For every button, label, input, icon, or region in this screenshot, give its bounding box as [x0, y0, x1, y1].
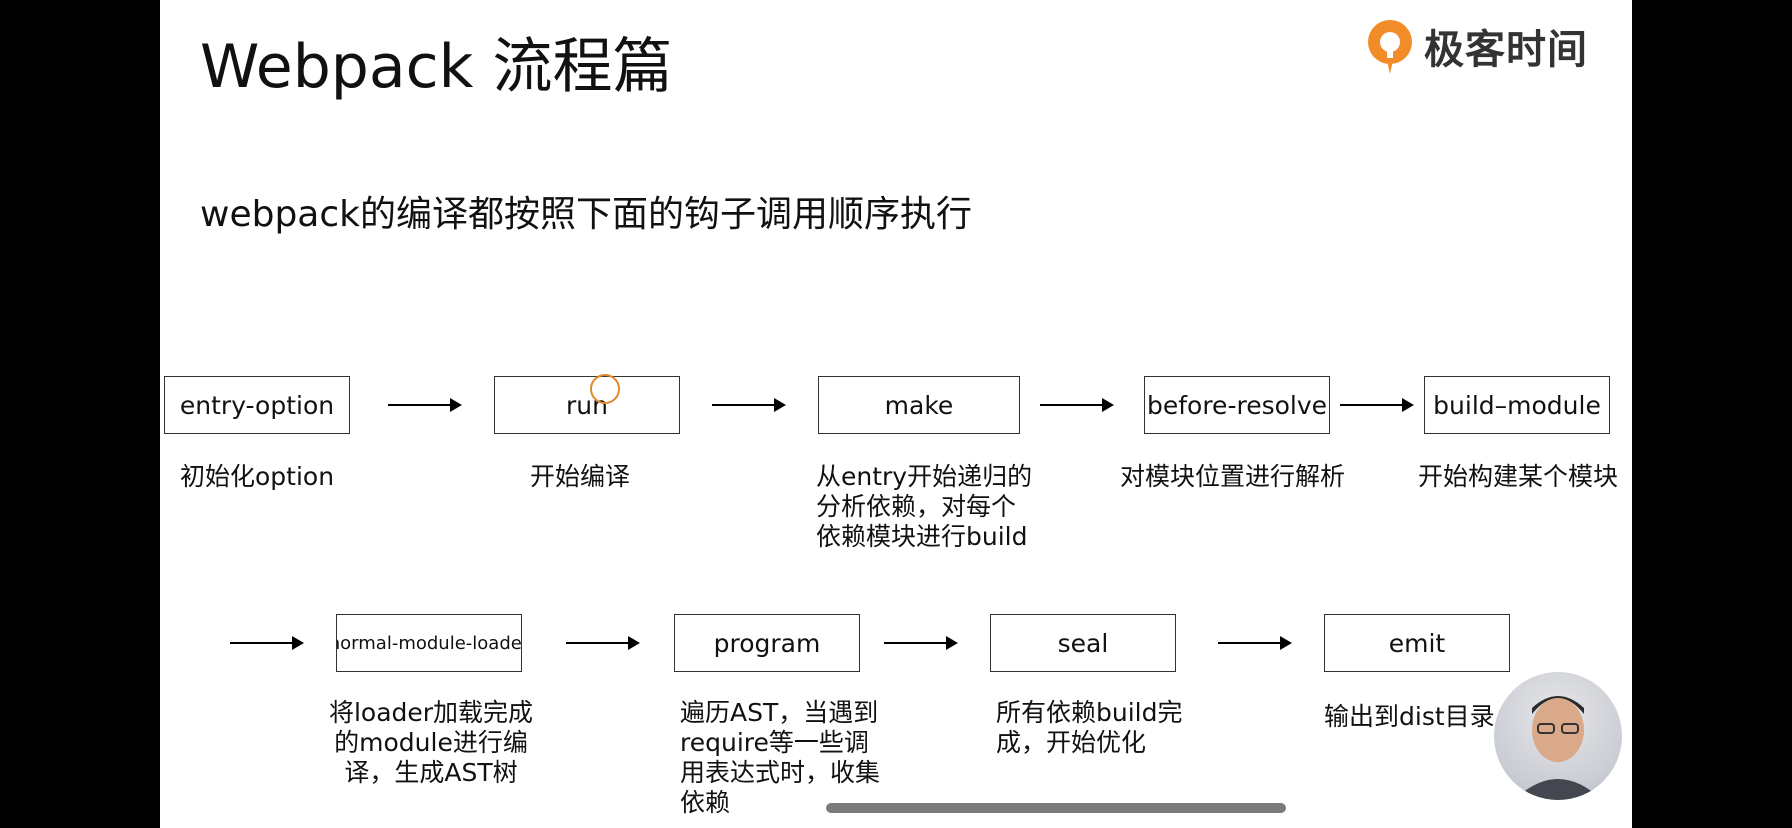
desc-entry-option: 初始化option	[180, 462, 335, 491]
hook-seal: seal	[990, 614, 1176, 672]
desc-normal-module-loader: 将loader加载完成 的module进行编 译，生成AST树	[328, 698, 534, 787]
arrow-5	[230, 636, 304, 650]
desc-before-resolve: 对模块位置进行解析	[1120, 462, 1346, 491]
desc-emit: 输出到dist目录	[1324, 702, 1495, 731]
video-scrubber[interactable]	[826, 803, 1286, 813]
slide-title: Webpack 流程篇	[200, 32, 673, 102]
logo: 极客时间	[1364, 16, 1588, 76]
desc-seal: 所有依赖build完 成，开始优化	[996, 698, 1183, 757]
presenter-avatar	[1494, 672, 1622, 800]
slide: Webpack 流程篇 极客时间 webpack的编译都按照下面的钩子调用顺序执…	[160, 0, 1632, 828]
hook-build-module: build–module	[1424, 376, 1610, 434]
logo-text: 极客时间	[1424, 27, 1588, 73]
arrow-1	[388, 398, 462, 412]
hook-normal-module-loader: normal-module-loader	[336, 614, 522, 672]
arrow-3	[1040, 398, 1114, 412]
arrow-2	[712, 398, 786, 412]
desc-make: 从entry开始递归的 分析依赖，对每个 依赖模块进行build	[816, 462, 1033, 551]
desc-program: 遍历AST，当遇到 require等一些调 用表达式时，收集 依赖	[680, 698, 881, 817]
hook-before-resolve: before-resolve	[1144, 376, 1330, 434]
person-icon	[1514, 696, 1602, 800]
slide-subtitle: webpack的编译都按照下面的钩子调用顺序执行	[200, 194, 972, 235]
arrow-6	[566, 636, 640, 650]
desc-build-module: 开始构建某个模块	[1418, 462, 1619, 491]
hook-emit: emit	[1324, 614, 1510, 672]
desc-run: 开始编译	[530, 462, 631, 491]
pointer-ring-icon	[590, 374, 620, 404]
arrow-7	[884, 636, 958, 650]
geek-logo-icon	[1368, 20, 1412, 74]
hook-program: program	[674, 614, 860, 672]
arrow-4	[1340, 398, 1414, 412]
arrow-8	[1218, 636, 1292, 650]
hook-make: make	[818, 376, 1020, 434]
hook-run: run	[494, 376, 680, 434]
hook-entry-option: entry-option	[164, 376, 350, 434]
